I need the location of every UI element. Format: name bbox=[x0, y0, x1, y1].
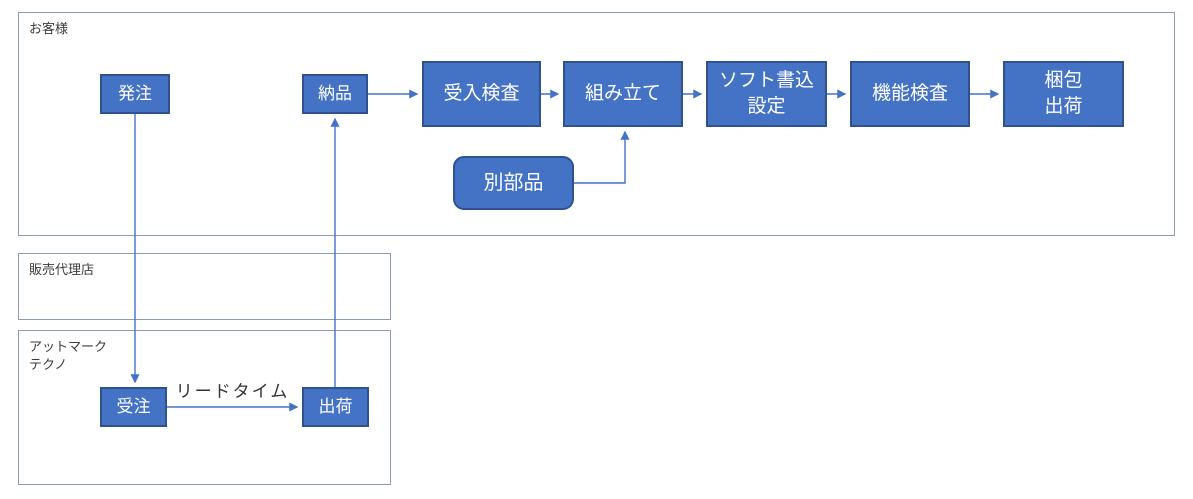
node-order-label: 発注 bbox=[118, 83, 152, 103]
lane-customer-label: お客様 bbox=[29, 21, 69, 36]
node-shipping: 出荷 bbox=[302, 387, 369, 427]
node-software-write-settings: ソフト書込 設定 bbox=[706, 61, 827, 127]
node-other-parts-label: 別部品 bbox=[483, 171, 544, 194]
node-function-test: 機能検査 bbox=[850, 61, 970, 127]
node-incoming-inspection: 受入検査 bbox=[422, 61, 541, 127]
node-function-test-label: 機能検査 bbox=[871, 83, 948, 105]
node-software-write-label-line1: ソフト書込 bbox=[718, 70, 814, 92]
node-incoming-inspection-label: 受入検査 bbox=[443, 83, 520, 105]
node-order-received-label: 受注 bbox=[116, 396, 151, 416]
lane-distributor: 販売代理店 bbox=[18, 253, 391, 320]
node-other-parts: 別部品 bbox=[453, 156, 574, 210]
node-order-received: 受注 bbox=[100, 387, 167, 427]
lane-distributor-label: 販売代理店 bbox=[29, 262, 95, 277]
lane-customer: お客様 bbox=[18, 12, 1175, 236]
lane-atmark-techno: アットマークテクノ bbox=[18, 330, 391, 485]
lead-time-label: リードタイム bbox=[175, 382, 290, 401]
node-delivery-label: 納品 bbox=[318, 83, 352, 103]
node-shipping-label: 出荷 bbox=[318, 396, 353, 416]
node-packing-shipping-label-line2: 出荷 bbox=[1044, 96, 1083, 117]
node-software-write-label-line2: 設定 bbox=[747, 96, 786, 117]
node-order: 発注 bbox=[100, 74, 170, 114]
node-packing-shipping-label-line1: 梱包 bbox=[1044, 70, 1083, 92]
node-packing-shipping: 梱包 出荷 bbox=[1003, 61, 1124, 127]
lane-atmark-label-line2: テクノ bbox=[29, 356, 68, 372]
node-assembly: 組み立て bbox=[563, 61, 683, 127]
node-assembly-label: 組み立て bbox=[584, 83, 661, 105]
lane-atmark-label-line1: アットマーク bbox=[29, 339, 108, 354]
node-delivery: 納品 bbox=[302, 74, 368, 114]
lane-atmark-techno-label: アットマークテクノ bbox=[29, 338, 107, 373]
